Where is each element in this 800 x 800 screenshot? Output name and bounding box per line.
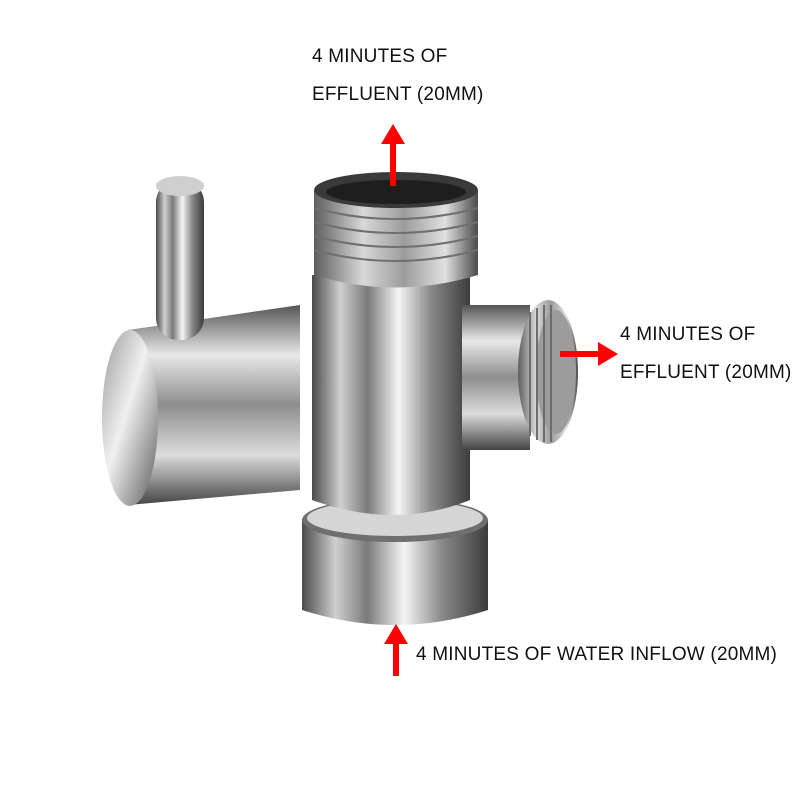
- right-outflow-label-line-2: EFFLUENT (20MM): [620, 362, 792, 383]
- bottom-inflow-label: 4 MINUTES OF WATER INFLOW (20MM): [416, 636, 777, 674]
- inflow-nut: [302, 498, 488, 625]
- lever-handle: [156, 176, 204, 340]
- arrow-up-icon: [384, 624, 408, 676]
- right-outflow-label: 4 MINUTES OF EFFLUENT (20MM): [620, 316, 792, 392]
- top-outflow-label-line-1: 4 MINUTES OF: [312, 46, 448, 67]
- top-outflow-label: 4 MINUTES OF EFFLUENT (20MM): [312, 38, 484, 114]
- valve-body: [102, 275, 578, 515]
- top-outlet: [313, 172, 479, 288]
- bottom-inflow-label-line-1: 4 MINUTES OF WATER INFLOW (20MM): [416, 644, 778, 665]
- top-outflow-label-line-2: EFFLUENT (20MM): [312, 84, 484, 105]
- arrow-up-icon: [381, 124, 405, 186]
- right-outflow-label-line-1: 4 MINUTES OF: [620, 324, 756, 345]
- arrow-right-icon: [560, 342, 618, 366]
